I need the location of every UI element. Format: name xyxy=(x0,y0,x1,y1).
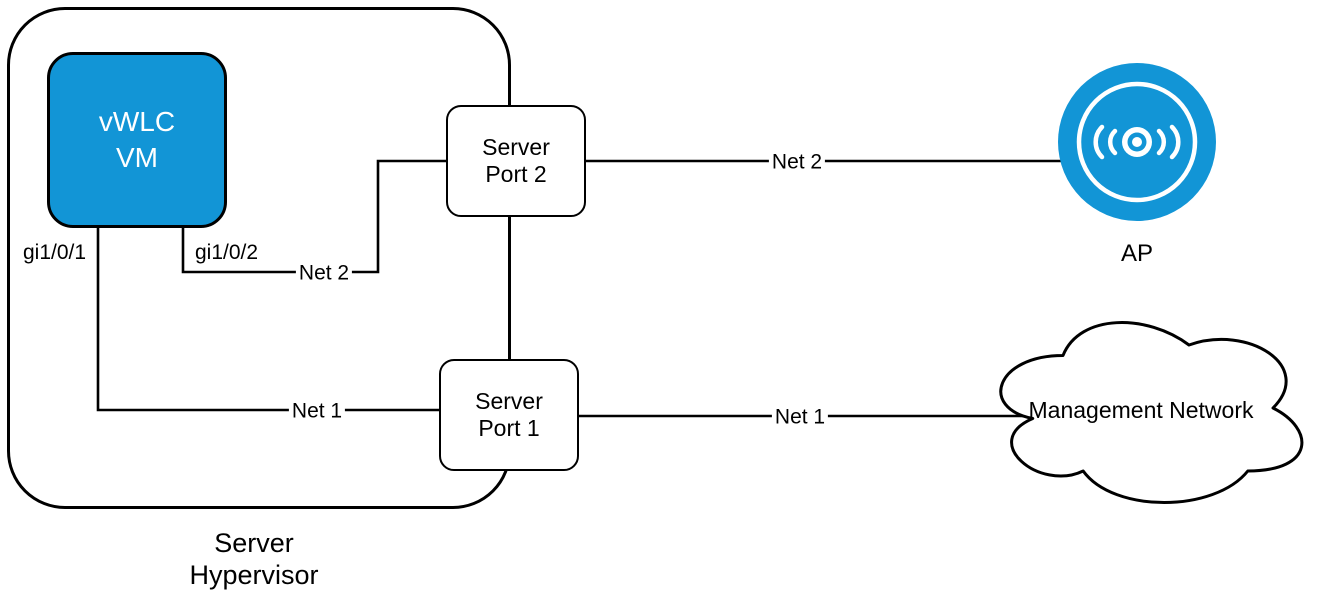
edge-gi101-net1 xyxy=(96,227,441,412)
edge-label-net1-outer: Net 1 xyxy=(771,405,829,429)
cloud-outline xyxy=(999,321,1304,504)
server-port-1-node: Server Port 1 xyxy=(439,359,579,471)
ap-label: AP xyxy=(1120,240,1154,267)
ap-inner-ring xyxy=(1076,81,1198,203)
hypervisor-label: Server Hypervisor xyxy=(189,528,319,590)
management-network-cloud xyxy=(999,321,1304,504)
edge-gi102-net2 xyxy=(181,159,448,274)
server-port-2-node: Server Port 2 xyxy=(446,105,586,217)
edge-label-net1-inner: Net 1 xyxy=(288,399,346,423)
vwlc-vm-label: vWLC VM xyxy=(98,106,176,173)
vwlc-vm-node: vWLC VM xyxy=(47,52,227,228)
access-point-icon xyxy=(1058,63,1216,221)
edge-label-net2-inner: Net 2 xyxy=(295,261,353,285)
edge-label-gi1-0-1: gi1/0/1 xyxy=(20,241,90,264)
server-port-2-label: Server Port 2 xyxy=(482,134,550,187)
server-port-1-label: Server Port 1 xyxy=(475,388,543,441)
edge-label-net2-outer: Net 2 xyxy=(768,150,826,174)
ap-wireless-glyph xyxy=(1093,124,1181,160)
management-network-label: Management Network xyxy=(1028,397,1254,423)
edge-label-gi1-0-2: gi1/0/2 xyxy=(192,241,262,264)
